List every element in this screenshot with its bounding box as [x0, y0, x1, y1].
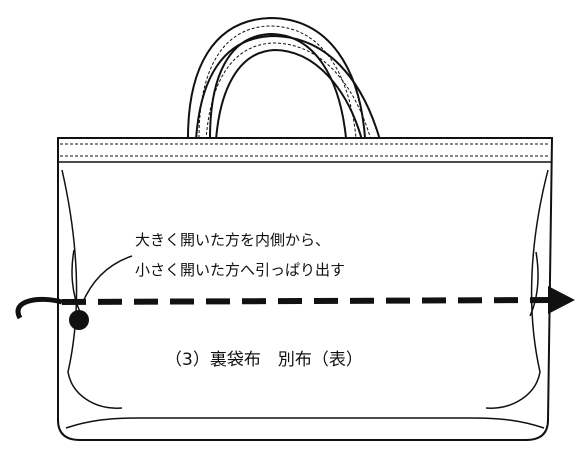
callout-leader-line	[81, 255, 133, 305]
handle-front-inner	[215, 48, 363, 141]
bag-body	[57, 137, 554, 441]
caption: （3）裏袋布 別布（表）	[165, 349, 363, 370]
pull-through-arrow	[15, 286, 575, 330]
bag-outline	[57, 137, 554, 441]
arrow-head-icon	[548, 286, 575, 314]
arrow-tail-hook	[15, 296, 63, 320]
bag-bottom-line	[65, 417, 545, 429]
arrow-start-dot	[69, 310, 89, 330]
handle-back-inner	[209, 32, 347, 139]
annotation-line-1: 大きく開いた方を内側から、	[135, 231, 330, 249]
bag-right-gusset	[485, 169, 549, 409]
bag-left-gusset	[61, 169, 123, 409]
bag-handles	[187, 16, 381, 141]
handle-back-stitch	[198, 25, 357, 139]
handle-front	[195, 34, 381, 141]
annotation-line-2: 小さく開いた方へ引っぱり出す	[135, 261, 345, 279]
bag-left-fold	[71, 249, 81, 313]
bag-right-fold	[529, 251, 539, 317]
dashed-arrow-shaft	[61, 297, 553, 305]
